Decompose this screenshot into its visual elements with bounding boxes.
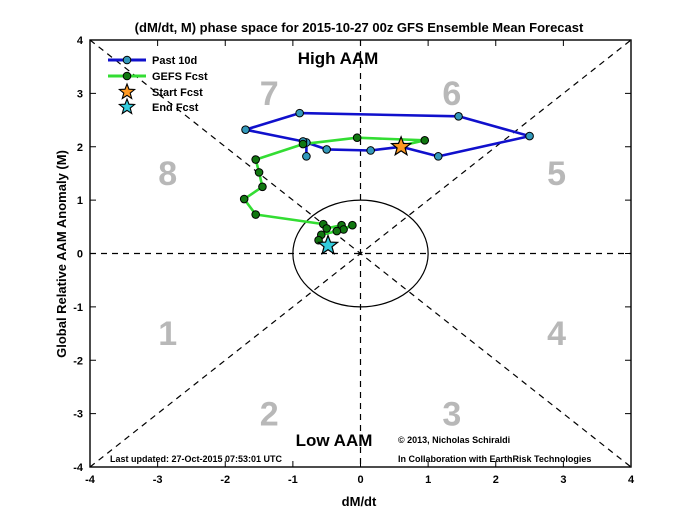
unit-circle [292, 199, 429, 308]
y-tick-label: -3 [73, 409, 83, 421]
x-tick-label: 0 [357, 474, 363, 486]
x-tick-label: 2 [493, 474, 499, 486]
legend-start-star-shape [117, 82, 137, 100]
low-aam-label: Low AAM [296, 431, 373, 450]
legend-gefs-label: GEFS Fcst [152, 71, 208, 83]
gefs-fcst-point [352, 133, 362, 142]
past-10d-point [433, 152, 443, 161]
past-10d-point [366, 146, 375, 155]
y-tick-label: -2 [73, 355, 83, 367]
y-tick-label: 2 [77, 142, 83, 154]
copyright-text: © 2013, Nicholas Schiraldi [398, 435, 510, 445]
reference-lines [89, 39, 632, 468]
y-axis-label: Global Relative AAM Anomaly (M) [54, 150, 69, 358]
y-tick-label: -4 [73, 462, 84, 474]
past-10d-point [241, 125, 250, 134]
past-10d-point [454, 112, 463, 121]
gefs-fcst-point [420, 136, 430, 145]
phase-labels: 1 2 3 4 5 6 7 8 [158, 75, 566, 433]
x-tick-label: 4 [628, 474, 635, 486]
gefs-fcst-point [298, 139, 308, 149]
phase-label-5: 5 [547, 155, 566, 193]
phase-label-3: 3 [442, 395, 461, 433]
chart-title: (dM/dt, M) phase space for 2015-10-27 00… [135, 20, 584, 35]
x-tick-label: 3 [560, 474, 566, 486]
legend-start-star [117, 82, 137, 100]
y-tick-label: 1 [77, 195, 83, 207]
legend-end-star [117, 97, 137, 115]
gefs-fcst-point [348, 220, 357, 230]
past-10d-point [302, 152, 311, 161]
phase-label-4: 4 [547, 315, 566, 353]
phase-label-6: 6 [442, 75, 461, 113]
legend-past-marker [122, 55, 132, 65]
legend-past-label: Past 10d [152, 55, 197, 67]
legend-end-star-shape [117, 97, 137, 115]
phase-label-8: 8 [158, 155, 177, 193]
past-10d-point [295, 108, 304, 118]
x-tick-label: -1 [288, 474, 298, 486]
start-forecast-star [389, 135, 413, 157]
gefs-fcst-point [251, 155, 260, 164]
legend-end-label: End Fcst [152, 102, 199, 114]
collaboration-text: In Collaboration with EarthRisk Technolo… [398, 454, 591, 464]
x-axis-label: dM/dt [342, 494, 377, 509]
y-tick-label: -1 [73, 302, 83, 314]
legend-start-label: Start Fcst [152, 87, 203, 99]
y-tick-label: 3 [77, 88, 83, 100]
past-10d-point [525, 131, 534, 141]
legend-gefs-marker [122, 71, 132, 81]
y-tick-label: 4 [77, 35, 84, 47]
last-updated-text: Last updated: 27-Oct-2015 07:53:01 UTC [110, 454, 283, 464]
high-aam-label: High AAM [298, 49, 379, 68]
x-tick-label: -4 [85, 474, 96, 486]
phase-label-2: 2 [260, 395, 279, 433]
gefs-fcst-point [258, 182, 267, 192]
gefs-fcst-point [239, 194, 249, 204]
gefs-fcst-point [251, 210, 260, 219]
x-tick-label: -3 [153, 474, 163, 486]
gefs-fcst-point [254, 168, 264, 177]
x-tick-label: 1 [425, 474, 431, 486]
gefs-fcst-point [322, 224, 331, 233]
series-layer [239, 108, 534, 255]
phase-label-1: 1 [158, 315, 177, 353]
axes: -4 -3 -2 -1 0 1 2 3 4 -4 -3 -2 -1 0 1 2 3 4 [73, 35, 635, 486]
phase-label-7: 7 [260, 75, 279, 113]
gefs-fcst-point [332, 226, 342, 236]
end-forecast-star [316, 233, 340, 255]
y-tick-label: 0 [77, 249, 83, 261]
legend: Past 10d GEFS Fcst Start Fcst End Fcst [108, 55, 208, 115]
x-tick-label: -2 [220, 474, 230, 486]
past-10d-point [322, 145, 331, 154]
